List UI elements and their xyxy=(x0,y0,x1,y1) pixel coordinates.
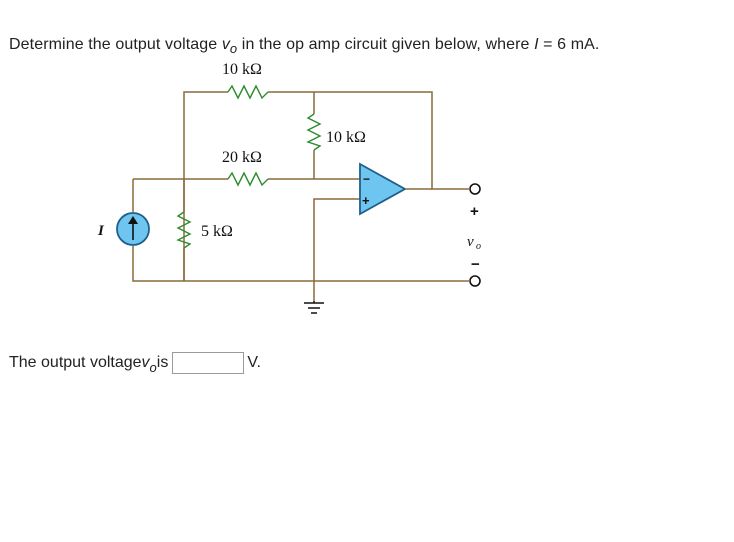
question-var: v xyxy=(221,36,230,53)
ground-symbol xyxy=(304,301,324,314)
output-var-sub: o xyxy=(476,241,481,252)
answer-is: is xyxy=(156,354,169,371)
question-var-sub: o xyxy=(229,41,238,56)
label-r-middle: 20 kΩ xyxy=(222,149,262,166)
output-var: v xyxy=(467,234,474,250)
answer-var: v xyxy=(141,354,150,371)
label-r-vertical: 10 kΩ xyxy=(326,129,366,146)
question-text: Determine the output voltage vo in the o… xyxy=(9,36,600,56)
opamp-minus: − xyxy=(363,172,370,186)
op-amp: − + xyxy=(359,162,432,216)
label-r-top: 10 kΩ xyxy=(222,61,262,78)
answer-prefix: The output voltage xyxy=(9,354,142,371)
resistor-middle-20k xyxy=(227,171,269,187)
question-current-var: I xyxy=(534,36,539,53)
output-minus: − xyxy=(471,256,480,273)
answer-var-sub: o xyxy=(149,359,157,375)
output-terminal-top xyxy=(469,183,481,195)
resistor-vertical-10k xyxy=(306,113,322,151)
resistors xyxy=(176,84,322,249)
resistor-top-10k xyxy=(227,84,269,100)
output-plus: + xyxy=(470,203,479,220)
label-r-shunt: 5 kΩ xyxy=(201,223,233,240)
question-middle: in the op amp circuit given below, where xyxy=(237,36,535,53)
question-suffix: = 6 mA. xyxy=(538,36,600,53)
wires xyxy=(132,91,462,301)
resistor-shunt-5k xyxy=(176,211,192,249)
answer-unit: V. xyxy=(247,354,261,371)
question-prefix: Determine the output voltage xyxy=(9,36,222,53)
current-source xyxy=(116,212,150,246)
source-label: I xyxy=(97,223,105,239)
opamp-plus: + xyxy=(362,193,370,208)
answer-input[interactable] xyxy=(172,352,245,374)
output-terminal-bottom xyxy=(469,275,481,287)
